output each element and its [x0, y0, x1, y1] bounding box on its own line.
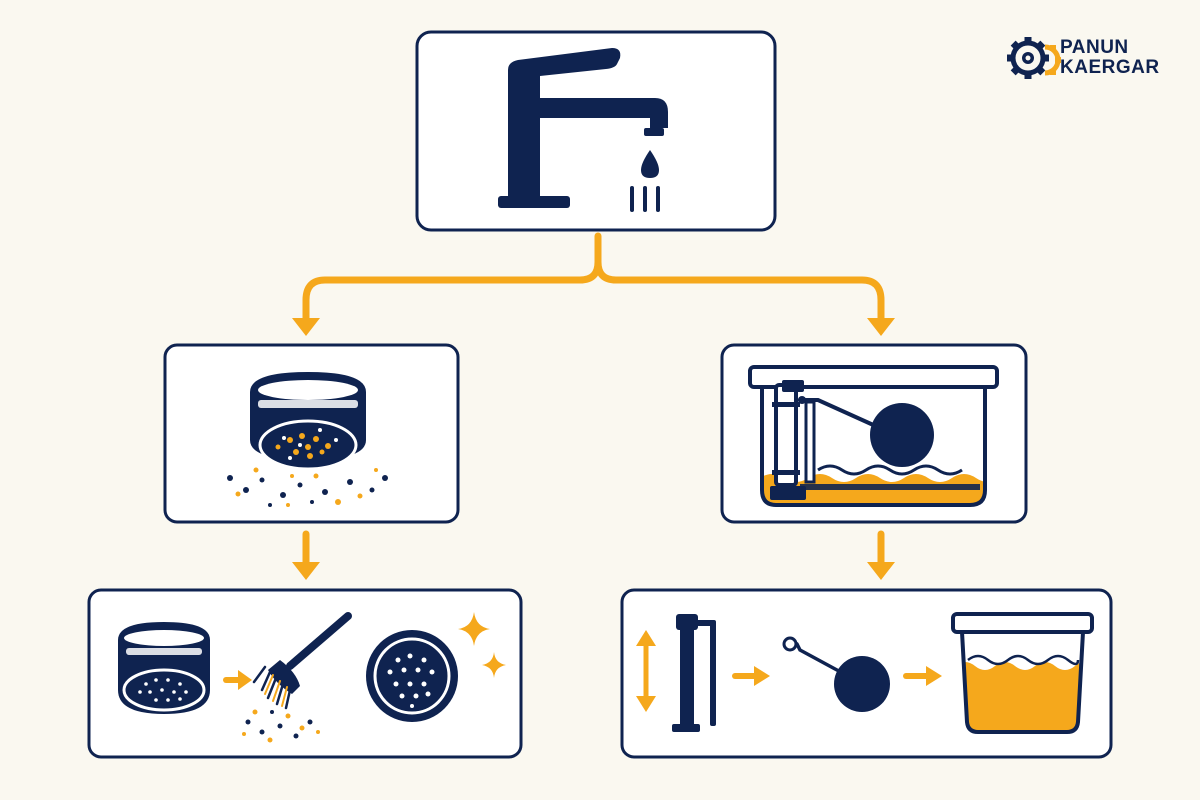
clean-aerator-icon	[366, 612, 506, 722]
faucet-dripping-icon	[498, 48, 668, 212]
clean-aerator-card	[87, 588, 523, 759]
arrow-right-icon	[754, 666, 770, 686]
arrow-down-icon	[292, 562, 320, 580]
arrow-down-icon	[867, 318, 895, 336]
brand-logo-mark	[1008, 38, 1054, 78]
toilet-tank-float-icon	[748, 365, 999, 507]
adjust-height-arrow-icon	[636, 630, 656, 712]
brand-logo: PANUN KAERGAR	[1008, 38, 1160, 78]
toilet-tank-card	[720, 343, 1028, 524]
brush-cleaning-icon	[242, 612, 352, 743]
arrow-right-icon	[238, 670, 252, 690]
arrowheads	[292, 318, 895, 580]
filled-tank-icon	[951, 612, 1094, 734]
clogged-aerator-icon	[227, 372, 388, 507]
brand-name-line1: PANUN	[1060, 37, 1129, 58]
brand-name-line2: KAERGAR	[1060, 57, 1160, 78]
arrow-right-icon	[926, 666, 942, 686]
float-ball-icon	[782, 636, 890, 712]
branch-connector	[302, 232, 885, 570]
clogged-aerator-card	[163, 343, 460, 524]
fill-valve-repair-card	[620, 588, 1113, 759]
aerator-icon	[118, 622, 210, 714]
fill-valve-icon	[672, 614, 716, 732]
arrow-down-icon	[867, 562, 895, 580]
sparkle-icon	[482, 652, 506, 678]
brand-name: PANUN KAERGAR	[1060, 38, 1160, 78]
sparkle-icon	[458, 612, 490, 646]
arrow-down-icon	[292, 318, 320, 336]
faucet-card	[415, 30, 777, 232]
